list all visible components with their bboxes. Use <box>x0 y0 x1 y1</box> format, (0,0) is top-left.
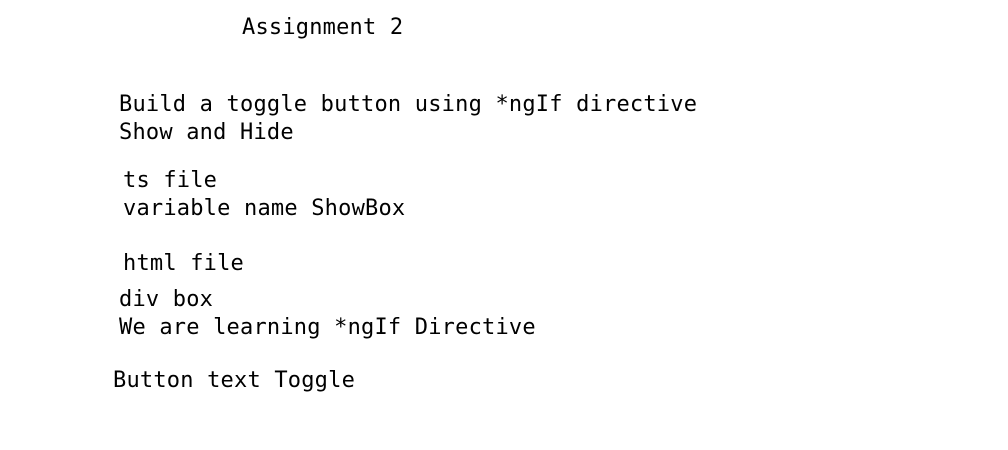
button-text-note: Button text Toggle <box>113 368 356 393</box>
document-title: Assignment 2 <box>242 15 404 40</box>
task-subdescription: Show and Hide <box>119 120 294 145</box>
html-file-heading: html file <box>123 251 245 276</box>
task-description: Build a toggle button using *ngIf direct… <box>119 92 698 117</box>
ts-file-heading: ts file <box>123 168 218 193</box>
html-div-note: div box <box>119 287 214 312</box>
ts-variable-note: variable name ShowBox <box>123 196 406 221</box>
html-text-note: We are learning *ngIf Directive <box>119 315 536 340</box>
